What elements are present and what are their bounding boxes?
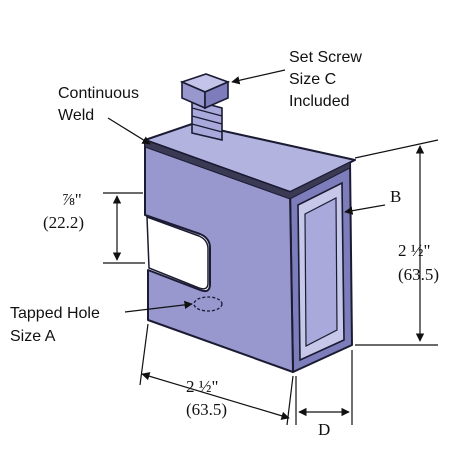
clamp-slot-lip — [299, 339, 345, 361]
width-dimension: 2 ½" (63.5) — [139, 323, 294, 426]
height-dimension: 2 ½" (63.5) — [354, 139, 439, 346]
set-screw — [179, 73, 231, 142]
tapped-hole-label-2: Size A — [10, 328, 56, 345]
clamp-slot-inner — [304, 197, 338, 347]
b-dim-label: B — [390, 187, 401, 206]
d-dimension: D — [295, 350, 353, 439]
tapped-hole-label-1: Tapped Hole — [10, 305, 100, 322]
b-dimension: B — [344, 187, 401, 215]
set-screw-label-3: Included — [289, 93, 350, 110]
set-screw-label-1: Set Screw — [289, 49, 362, 66]
clamp-throat — [146, 215, 209, 290]
width-dim-fraction: 2 ½" — [186, 377, 218, 396]
throat-dim-mm: (22.2) — [43, 213, 84, 232]
clamp-front-face — [144, 139, 294, 373]
svg-text:Size C: Size C — [289, 71, 336, 88]
weld-label-1: Continuous — [58, 85, 139, 102]
svg-text:Set Screw: Set Screw — [289, 49, 362, 66]
height-dim-fraction: 2 ½" — [398, 241, 430, 260]
throat-dim-fraction: ⅞" — [62, 190, 82, 209]
weld-label-2: Weld — [58, 107, 94, 124]
throat-dimension: ⅞" (22.2) — [43, 190, 145, 264]
svg-text:Included: Included — [289, 93, 350, 110]
set-screw-label-2: Size C — [289, 71, 336, 88]
tapped-hole — [193, 296, 223, 312]
d-dim-label: D — [318, 420, 330, 439]
weld-callout: Continuous Weld — [58, 85, 151, 145]
clamp-body — [144, 123, 356, 373]
tapped-hole-callout: Tapped Hole Size A — [10, 300, 193, 345]
width-dim-mm: (63.5) — [186, 400, 227, 419]
set-screw-callout: Set Screw Size C Included — [231, 49, 362, 110]
height-dim-mm: (63.5) — [398, 265, 439, 284]
